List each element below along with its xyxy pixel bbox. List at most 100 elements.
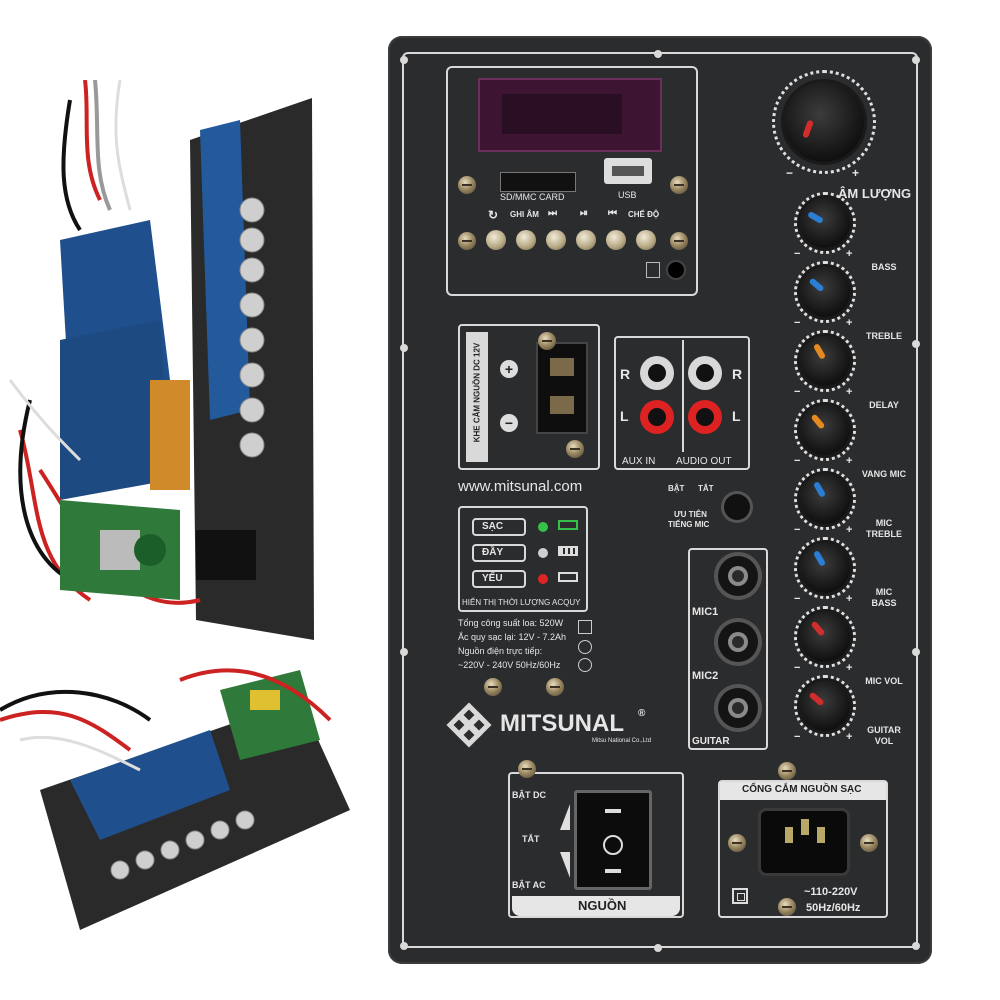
aux-in-left-jack[interactable] [640,400,674,434]
ac-socket-title: CỔNG CẮM NGUỒN SẠC [742,784,862,795]
mic-priority-button[interactable] [724,494,750,520]
battery-low-icon [558,572,578,582]
knob-mic-vol[interactable] [800,612,850,662]
minus-icon: − [500,414,518,432]
mic1-label: MIC1 [692,606,719,618]
switch-off-label: TẮT [522,834,540,844]
knob-vang-mic[interactable] [800,405,850,455]
next-button[interactable] [546,230,566,250]
ac-frequency-text: 50Hz/60Hz [806,902,861,914]
knob-pointer [808,277,825,293]
battery-row-full: ĐẦY [472,544,526,562]
screw [458,176,476,194]
knob-pointer [812,343,827,360]
mount-dot [400,56,408,64]
audio-out-right-jack[interactable] [688,356,722,390]
knob-minus: − [794,455,801,467]
plus-icon: + [500,360,518,378]
knob-label-guitar-vol: GUITAR VOL [867,725,901,746]
mount-dot [654,50,662,58]
power-caption-bar [512,896,680,916]
knob-scale-delay [794,330,856,392]
class-ii-icon [732,888,748,904]
amplifier-board-side-photo [0,79,330,660]
knob-plus: + [846,524,853,536]
usb-port[interactable] [604,158,652,184]
screw [538,332,556,350]
knob-treble[interactable] [800,267,850,317]
mount-dot [654,944,662,952]
audio-out-left-jack[interactable] [688,400,722,434]
spec-line-1: Tổng công suất loa: 520W [458,618,564,628]
knob-mic-treble[interactable] [800,474,850,524]
play-pause-icon: ⏯ [580,208,588,219]
usb-label: USB [618,190,637,200]
knob-minus: − [794,386,801,398]
low-led [538,574,548,584]
knob-pointer [808,691,825,707]
screw [860,834,878,852]
record-button[interactable] [516,230,536,250]
knob-scale-treble [794,261,856,323]
knob-scale-bass [794,192,856,254]
aux-r-label: R [620,366,631,382]
knob-plus: + [846,593,853,605]
ac-socket-title-bar [720,782,886,800]
previous-button[interactable] [606,230,626,250]
knob-scale-guitar-vol [794,675,856,737]
knob-scale-mic-treble [794,468,856,530]
knob-mic-bass[interactable] [800,543,850,593]
battery-row-low: YẾU [472,570,526,588]
mount-dot [912,56,920,64]
knob-delay[interactable] [800,336,850,386]
spec-line-3: Nguồn điện trực tiếp: [458,646,543,656]
iec-power-socket[interactable] [758,808,850,876]
sd-card-slot[interactable] [500,172,576,192]
volume-knob-scale [772,70,876,174]
screw [728,834,746,852]
knob-minus: − [794,593,801,605]
knob-plus: + [846,455,853,467]
knob-label-vang-mic: VANG MIC [861,469,907,479]
guitar-jack[interactable] [718,688,758,728]
knob-plus: + [846,317,853,329]
ac-socket-module [718,780,888,918]
brand-name: MITSUNAL [500,710,624,737]
charging-led [538,522,548,532]
switch-on-ac-label: BẬT AC [512,880,546,890]
dc-power-label: KHE CẮM NGUỒN DC 12V [472,342,482,443]
volume-plus: + [852,166,860,180]
volume-minus: − [786,166,794,180]
volume-knob[interactable] [784,82,864,162]
rocker-power-switch[interactable] [574,790,652,890]
rca-module [614,336,750,470]
knob-guitar-vol[interactable] [800,681,850,731]
ir-receiver-icon [646,262,660,278]
knob-bass[interactable] [800,198,850,248]
mic1-jack[interactable] [718,556,758,596]
aux-l-label: L [620,408,629,424]
knob-pointer [812,481,827,498]
display-screen [478,78,662,152]
aux-in-right-jack[interactable] [640,356,674,390]
play-pause-button[interactable] [576,230,596,250]
mode-button[interactable] [636,230,656,250]
switch-arrow-down-icon [550,852,570,878]
screw [546,678,564,696]
brand-subtitle: Mitsu National Co.,Ltd [592,738,652,744]
switch-arrow-up-icon [550,804,570,830]
knob-label-delay: DELAY [869,400,899,410]
repeat-button[interactable] [486,230,506,250]
knob-minus: − [794,248,801,260]
player-btn-label-record: GHI ÂM [510,210,539,219]
knob-minus: − [794,317,801,329]
mic2-jack[interactable] [718,622,758,662]
out-l-label: L [732,408,741,424]
dc-terminal-block[interactable] [536,342,588,434]
screw [518,760,536,778]
battery-row-charging: SẠC [472,518,526,536]
priority-label-1: ƯU TIÊN [674,510,707,519]
brand-logo-icon [446,702,492,748]
knob-scale-vang-mic [794,399,856,461]
screw [778,898,796,916]
